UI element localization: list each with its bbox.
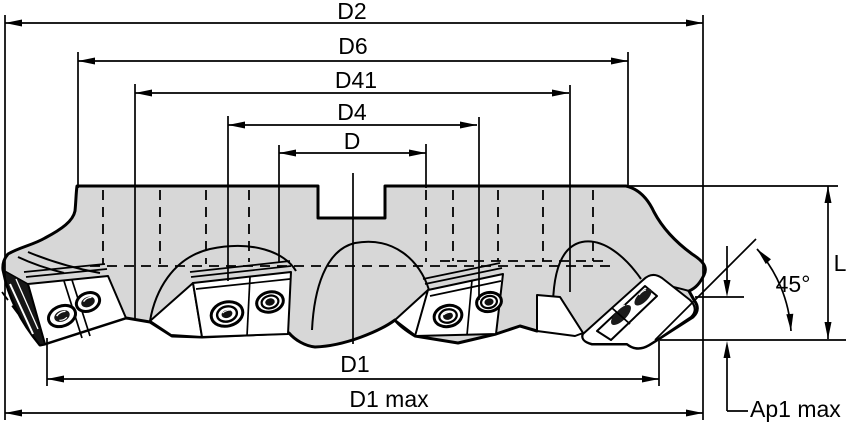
dim-label-d6: D6	[338, 33, 367, 59]
dimension-d41: D41	[135, 67, 569, 97]
dim-label-d2: D2	[337, 0, 366, 24]
dimension-length: L	[824, 186, 847, 339]
dimension-d6: D6	[78, 33, 628, 65]
dimension-d1: D1	[47, 351, 659, 383]
dim-label-d: D	[344, 128, 361, 154]
lead-angle-annotation: 45°	[654, 238, 811, 341]
socket-4b	[634, 288, 652, 306]
screw-1a	[46, 303, 78, 329]
dimension-d1-max: D1 max	[5, 386, 703, 417]
cutting-edge-construction-line	[654, 238, 757, 341]
dim-label-d41: D41	[335, 67, 377, 93]
dim-label-length: L	[834, 250, 847, 276]
insert-station-2	[149, 260, 292, 338]
insert-1	[27, 275, 127, 345]
dim-label-angle: 45°	[776, 271, 811, 297]
tooth-flank-arc-1	[149, 245, 297, 322]
dim-label-ap1-max: Ap1 max	[750, 396, 841, 422]
insert-station-4	[536, 274, 696, 350]
dimension-d2: D2	[5, 0, 703, 27]
insert-station-1	[1, 263, 127, 346]
dim-label-d1: D1	[340, 351, 369, 377]
pocket-face-4	[536, 294, 584, 337]
dimension-d: D	[279, 128, 426, 157]
screw-3a	[432, 303, 464, 329]
dimension-d4: D4	[228, 99, 477, 129]
dim-label-d4: D4	[337, 99, 367, 125]
insert-station-3	[394, 262, 504, 337]
screw-2b	[255, 290, 285, 314]
left-shoulder-line-1	[27, 251, 101, 274]
left-shoulder-line-2	[17, 256, 65, 274]
screw-2a	[209, 300, 245, 328]
screw-1b	[74, 291, 102, 313]
screw-3b	[475, 290, 503, 314]
dim-label-d1-max: D1 max	[349, 386, 429, 412]
hidden-lines	[1, 190, 612, 347]
dimension-ap1-max: Ap1 max	[695, 246, 841, 422]
extension-lines	[4, 15, 846, 420]
cutting-edge-wedge	[1, 268, 46, 346]
tooth-flank-arc-3	[552, 240, 642, 304]
